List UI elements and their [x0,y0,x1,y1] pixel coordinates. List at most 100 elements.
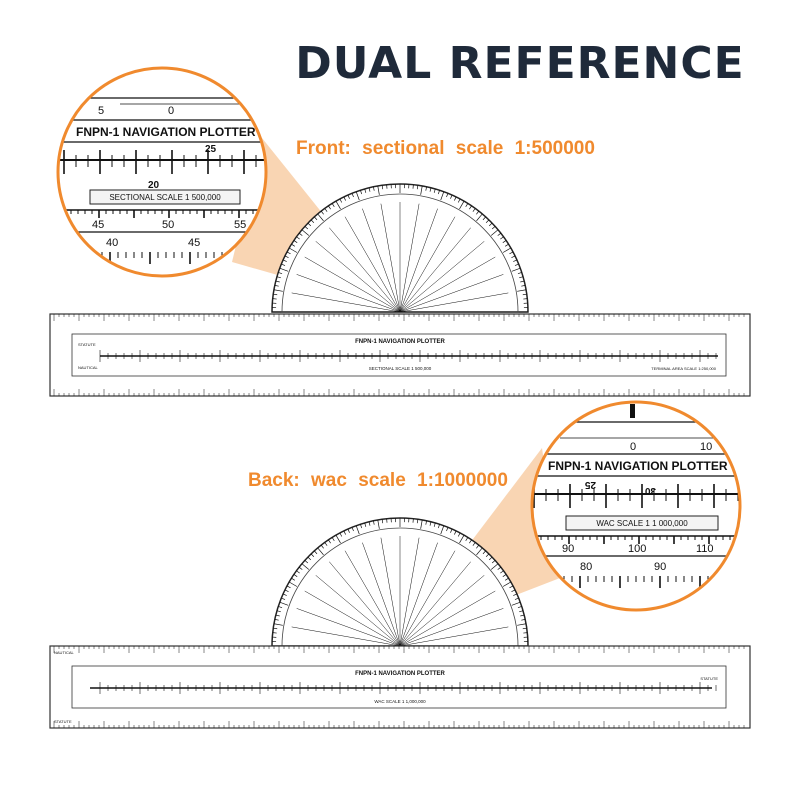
protractor-tick [343,196,346,201]
protractor-tick [324,542,328,546]
protractor-ray [380,203,401,313]
protractor-tick [488,222,493,227]
protractor-tick [282,593,287,596]
protractor-tick [273,293,278,296]
protractor-ray [291,626,401,647]
protractor-tick [355,191,360,201]
protractor-tick [286,585,291,589]
front-ruler-ticks [53,314,745,396]
protractor-tick [517,272,522,275]
back-zoom-lower-number-3: 110 [696,543,714,555]
protractor-tick [317,547,324,556]
protractor-tick [339,198,343,203]
protractor-tick [320,210,324,215]
protractor-ray [399,256,496,313]
protractor-ray [399,208,438,313]
back-magnifier: 0 10 FNPN-1 NAVIGATION PLOTTER 25 30 WAC… [530,400,742,612]
protractor-ray [296,608,401,647]
front-ruler-scale-label: SECTIONAL SCALE 1 500,000 [369,366,432,371]
protractor-tick [286,251,291,255]
protractor-tick [450,194,453,199]
protractor-tick [454,196,457,201]
protractor-tick [416,185,419,190]
protractor-tick [347,528,350,533]
front-zoom-bottom-number-2: 45 [188,237,200,249]
back-ruler-right-label: STATUTE [700,676,718,681]
protractor-tick [472,542,476,546]
protractor-ray [399,626,509,647]
protractor-tick [440,191,445,201]
protractor-tick [517,623,527,626]
protractor-tick [416,519,419,524]
protractor-tick [511,589,516,592]
protractor-tick [377,519,380,529]
protractor-ray [399,227,471,313]
protractor-tick [360,524,363,529]
protractor-tick [335,534,341,544]
protractor-tick [482,216,486,221]
protractor-tick [420,519,423,529]
protractor-tick [429,521,432,526]
protractor-tick [502,240,507,243]
protractor-tick [490,563,499,570]
protractor-tick [373,186,375,191]
back-zoom-ticks-upper [533,484,739,508]
protractor-ray [291,292,401,313]
front-zoom-ticks-upper [63,150,257,174]
protractor-tick [317,213,324,222]
protractor-tick [465,537,469,542]
protractor-tick [275,280,280,283]
protractor-tick [293,574,298,577]
protractor-ray [315,575,401,647]
protractor-tick [301,563,310,570]
protractor-tick [522,627,527,630]
protractor-tick [446,527,449,532]
protractor-ray [399,550,456,647]
protractor-tick [511,601,521,606]
protractor-tick [454,530,457,535]
protractor-tick [497,232,502,236]
protractor-tick [279,601,289,606]
protractor-tick [343,530,346,535]
front-zoom-lower-number-1: 45 [92,219,104,231]
protractor-tick [281,597,286,600]
front-zoom-upper-number-1: 25 [205,144,217,155]
protractor-ray [399,274,504,313]
protractor-ray [344,550,401,647]
back-zoom-top-number-1: 0 [630,441,636,453]
back-ruler: FNPN-1 NAVIGATION PLOTTER WAC SCALE 1 1,… [49,645,751,729]
protractor-tick [310,553,315,558]
back-zoom-plotter-name: FNPN-1 NAVIGATION PLOTTER [548,459,728,473]
protractor-tick [381,519,384,524]
protractor-tick [364,188,367,193]
protractor-ray [304,590,401,647]
front-ruler: FNPN-1 NAVIGATION PLOTTER SECTIONAL SCAL… [49,313,751,397]
protractor-tick [331,203,335,208]
protractor-ray [399,575,485,647]
front-magnifier: 5 0 FNPN-1 NAVIGATION PLOTTER 25 20 SECT… [56,66,268,278]
protractor-tick [355,525,360,535]
protractor-tick [425,520,427,525]
protractor-tick [281,263,286,266]
protractor-tick [278,606,283,609]
protractor-tick [288,581,298,587]
protractor-tick [488,556,493,561]
protractor-tick [522,293,527,296]
back-zoom-lower-number-2: 100 [628,543,646,555]
front-protractor-ticks [272,184,528,313]
front-protractor-rays [290,202,510,313]
protractor-tick [440,525,445,535]
protractor-tick [514,263,519,266]
protractor-ray [362,542,401,647]
protractor-tick [513,259,518,262]
back-caption: Back: wac scale 1:1000000 [248,470,508,491]
protractor-tick [502,247,512,253]
protractor-tick [307,222,312,227]
protractor-tick [276,610,281,613]
protractor-tick [314,216,318,221]
protractor-tick [360,190,363,195]
front-ruler-left-label-2: NAUTICAL [78,365,99,370]
protractor-tick [304,226,309,230]
protractor-tick [491,226,496,230]
